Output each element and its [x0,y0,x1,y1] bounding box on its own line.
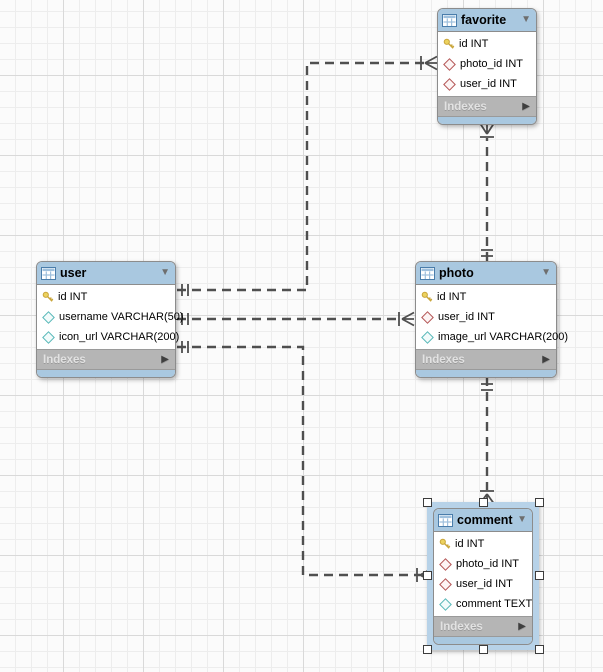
column-label: id INT [58,291,88,303]
relationship-photo-comment[interactable] [479,377,495,504]
column-list: id INT photo_id INT user_id INT [438,32,536,96]
relationship-user-photo[interactable] [177,311,415,327]
column-row[interactable]: image_url VARCHAR(200) [416,327,568,347]
column-label: id INT [455,538,485,550]
selection-handle[interactable] [535,498,544,507]
expand-arrow-icon: ▶ [161,353,169,365]
column-list: id INT photo_id INT user_id INT comment … [434,532,532,616]
relationship-user-comment[interactable] [177,341,433,583]
foreign-key-icon [443,57,456,71]
column-row[interactable]: id INT [434,534,532,554]
table-photo[interactable]: photo ▼ id INT user_id INT image_url VAR… [415,261,568,378]
primary-key-icon [41,291,55,303]
column-label: user_id INT [456,578,513,590]
selection-handle[interactable] [535,645,544,654]
indexes-label: Indexes [444,100,487,113]
selection-handle[interactable] [423,571,432,580]
foreign-key-icon [439,577,452,591]
table-title: favorite [461,13,507,27]
primary-key-icon [438,538,452,550]
expand-arrow-icon: ▶ [542,353,550,365]
primary-key-icon [420,291,434,303]
column-label: username VARCHAR(50) [59,311,184,323]
chevron-down-icon[interactable]: ▼ [541,267,551,278]
table-icon [420,266,435,280]
chevron-down-icon[interactable]: ▼ [160,267,170,278]
table-header[interactable]: comment ▼ [434,509,532,532]
column-row[interactable]: photo_id INT [438,54,536,74]
column-row[interactable]: id INT [438,34,536,54]
column-label: image_url VARCHAR(200) [438,331,569,343]
selection-handle[interactable] [423,645,432,654]
column-row[interactable]: comment TEXT [434,594,532,614]
column-row[interactable]: id INT [416,287,556,307]
column-icon [421,330,434,344]
column-label: user_id INT [438,311,495,323]
column-row[interactable]: user_id INT [438,74,536,94]
column-row[interactable]: username VARCHAR(50) [37,307,184,327]
table-icon [442,13,457,27]
indexes-label: Indexes [440,620,483,633]
column-row[interactable]: icon_url VARCHAR(200) [37,327,179,347]
table-footer [438,116,536,124]
column-icon [439,597,452,611]
table-footer [416,369,556,377]
column-icon [42,310,55,324]
selection-handle[interactable] [535,571,544,580]
chevron-down-icon[interactable]: ▼ [521,14,531,25]
indexes-section[interactable]: Indexes ▶ [438,96,536,116]
table-title: photo [439,266,474,280]
column-label: user_id INT [460,78,517,90]
column-label: photo_id INT [460,58,523,70]
foreign-key-icon [439,557,452,571]
chevron-down-icon[interactable]: ▼ [517,514,527,525]
column-label: id INT [437,291,467,303]
column-row[interactable]: photo_id INT [434,554,532,574]
foreign-key-icon [443,77,456,91]
table-footer [434,636,532,644]
column-label: photo_id INT [456,558,519,570]
indexes-section[interactable]: Indexes ▶ [37,349,175,369]
table-comment[interactable]: comment ▼ id INT photo_id INT user_id IN… [433,508,533,645]
table-title: comment [457,513,513,527]
column-list: id INT user_id INT image_url VARCHAR(200… [416,285,568,349]
selection-handle[interactable] [479,645,488,654]
indexes-label: Indexes [422,353,465,366]
column-row[interactable]: id INT [37,287,175,307]
expand-arrow-icon: ▶ [522,100,530,112]
foreign-key-icon [421,310,434,324]
table-user[interactable]: user ▼ id INT username VARCHAR(50) icon_… [36,261,184,378]
table-icon [41,266,56,280]
table-title: user [60,266,87,280]
relationship-user-favorite[interactable] [177,55,438,296]
column-label: id INT [459,38,489,50]
expand-arrow-icon: ▶ [518,620,526,632]
table-favorite[interactable]: favorite ▼ id INT photo_id INT user_id I… [437,8,537,125]
primary-key-icon [442,38,456,50]
indexes-section[interactable]: Indexes ▶ [434,616,532,636]
column-row[interactable]: user_id INT [416,307,556,327]
column-list: id INT username VARCHAR(50) icon_url VAR… [37,285,184,349]
relationship-photo-favorite[interactable] [479,123,495,261]
selection-handle[interactable] [479,498,488,507]
column-label: icon_url VARCHAR(200) [59,331,180,343]
column-row[interactable]: user_id INT [434,574,532,594]
table-header[interactable]: user ▼ [37,262,175,285]
table-header[interactable]: photo ▼ [416,262,556,285]
column-label: comment TEXT [456,598,533,610]
indexes-section[interactable]: Indexes ▶ [416,349,556,369]
table-footer [37,369,175,377]
table-header[interactable]: favorite ▼ [438,9,536,32]
column-icon [42,330,55,344]
table-icon [438,513,453,527]
indexes-label: Indexes [43,353,86,366]
selection-handle[interactable] [423,498,432,507]
